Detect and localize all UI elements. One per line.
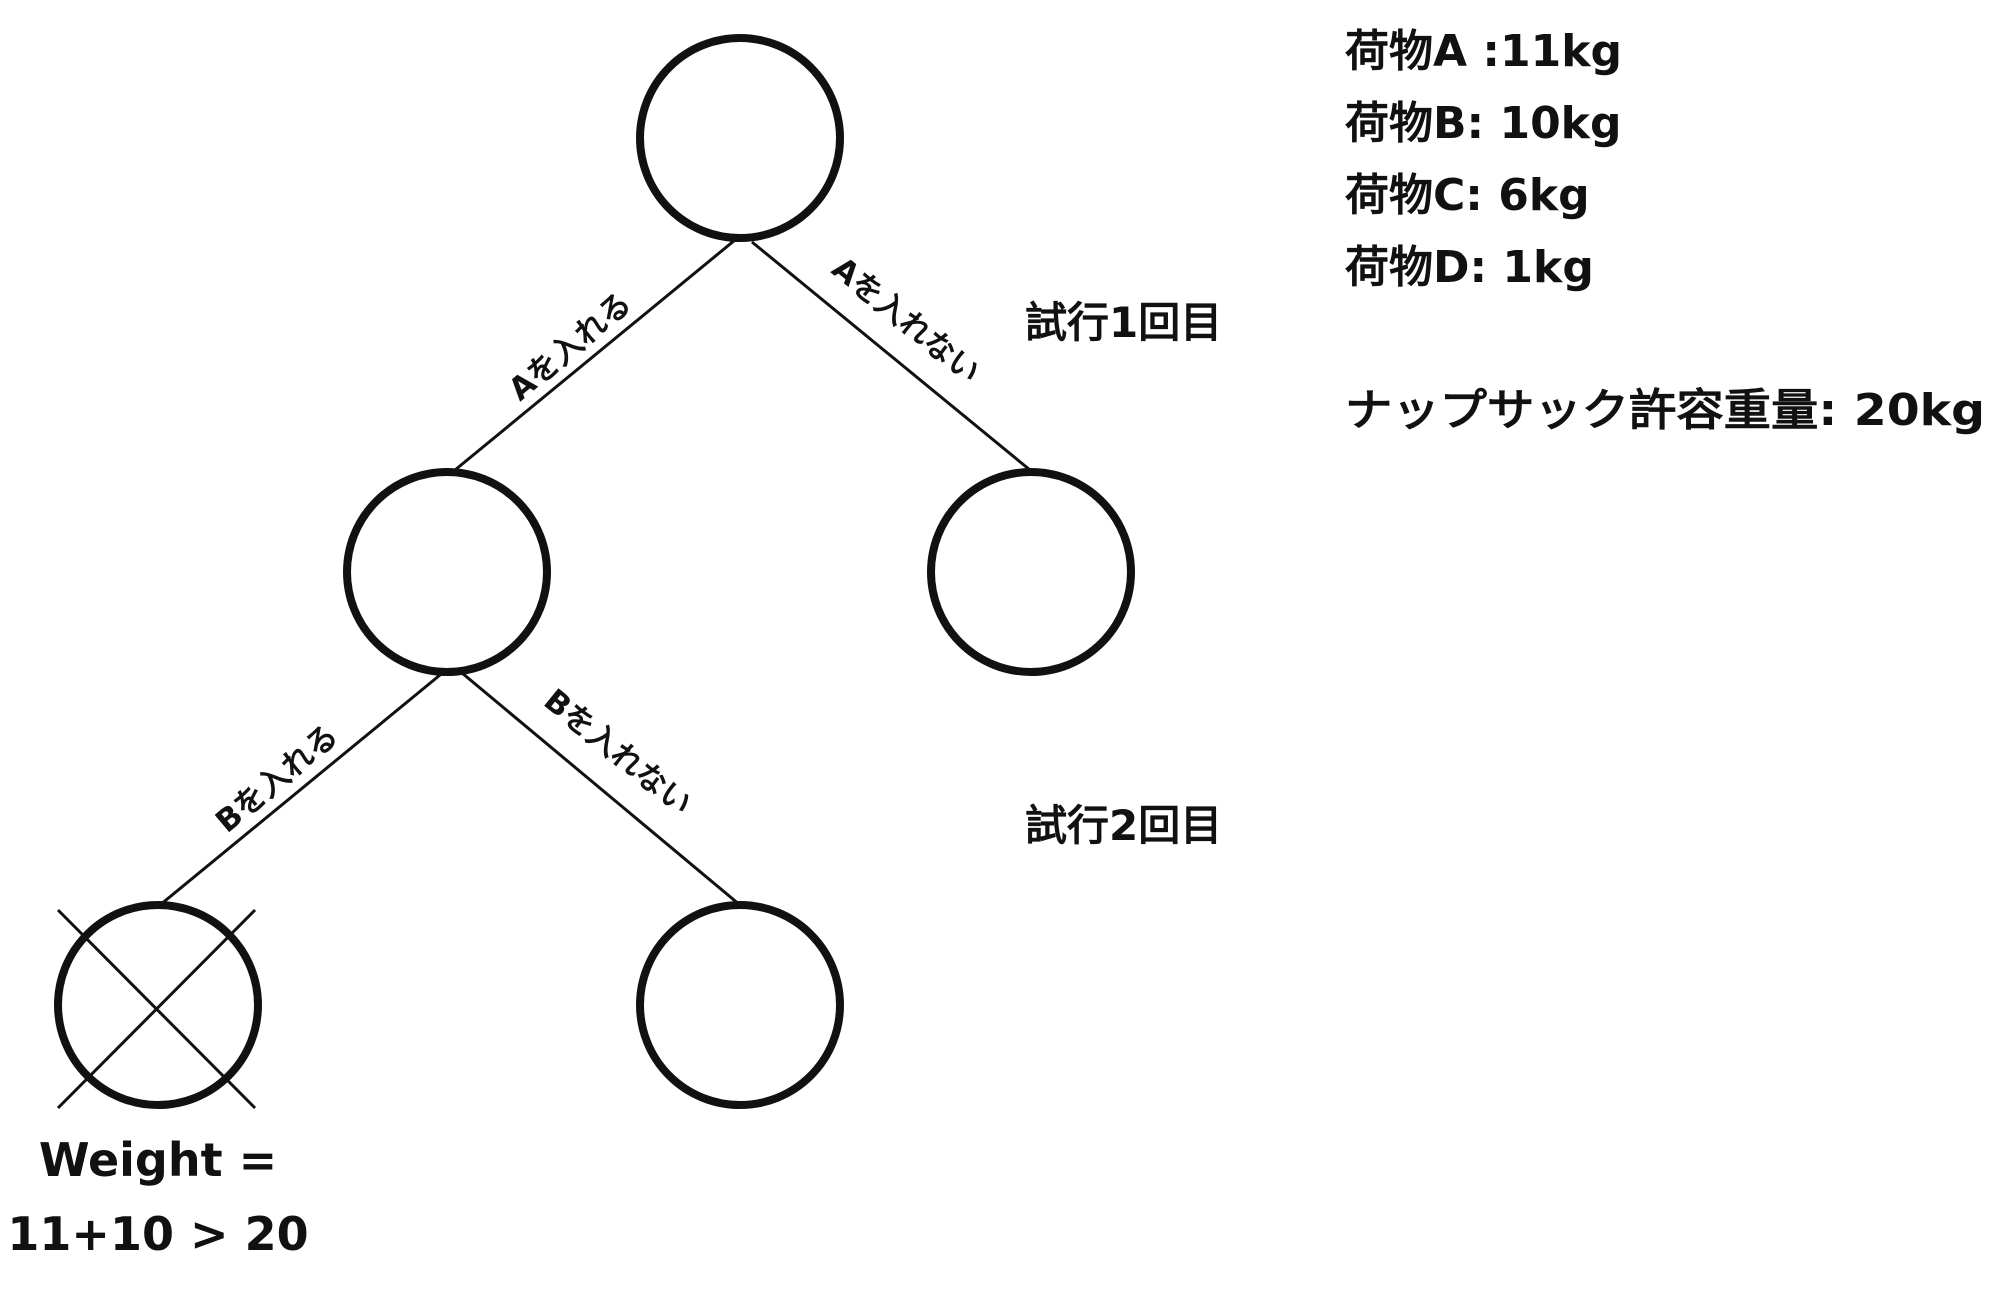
item-b-weight: 荷物B: 10kg (1345, 98, 1621, 149)
item-c-weight: 荷物C: 6kg (1345, 170, 1590, 221)
edge-take-a-to-skip-b (461, 671, 741, 907)
node-skip-a (927, 468, 1135, 676)
rejected-weight-line-1: Weight = (39, 1133, 277, 1187)
rejected-weight-line-2: 11+10 > 20 (7, 1207, 308, 1261)
edge-label-take-b: Bを入れる (209, 718, 345, 840)
node-skip-b (636, 901, 844, 1109)
edge-root-to-skip-a (751, 240, 1031, 472)
root-node (636, 34, 844, 242)
edge-take-a-to-take-b (159, 673, 441, 907)
item-a-weight: 荷物A :11kg (1345, 26, 1622, 77)
knapsack-capacity: ナップサック許容重量: 20kg (1345, 385, 1985, 436)
rejected-cross-mark (56, 908, 257, 1110)
edge-root-to-take-a (454, 238, 736, 472)
trial-2-label: 試行2回目 (1025, 801, 1222, 850)
trial-1-label: 試行1回目 (1025, 298, 1222, 347)
node-take-a (343, 468, 551, 676)
edge-label-take-a: Aを入れる (502, 285, 639, 408)
node-take-b-rejected (54, 901, 262, 1109)
item-list: 荷物A :11kg 荷物B: 10kg 荷物C: 6kg 荷物D: 1kg (1345, 26, 1622, 293)
item-d-weight: 荷物D: 1kg (1345, 242, 1594, 293)
